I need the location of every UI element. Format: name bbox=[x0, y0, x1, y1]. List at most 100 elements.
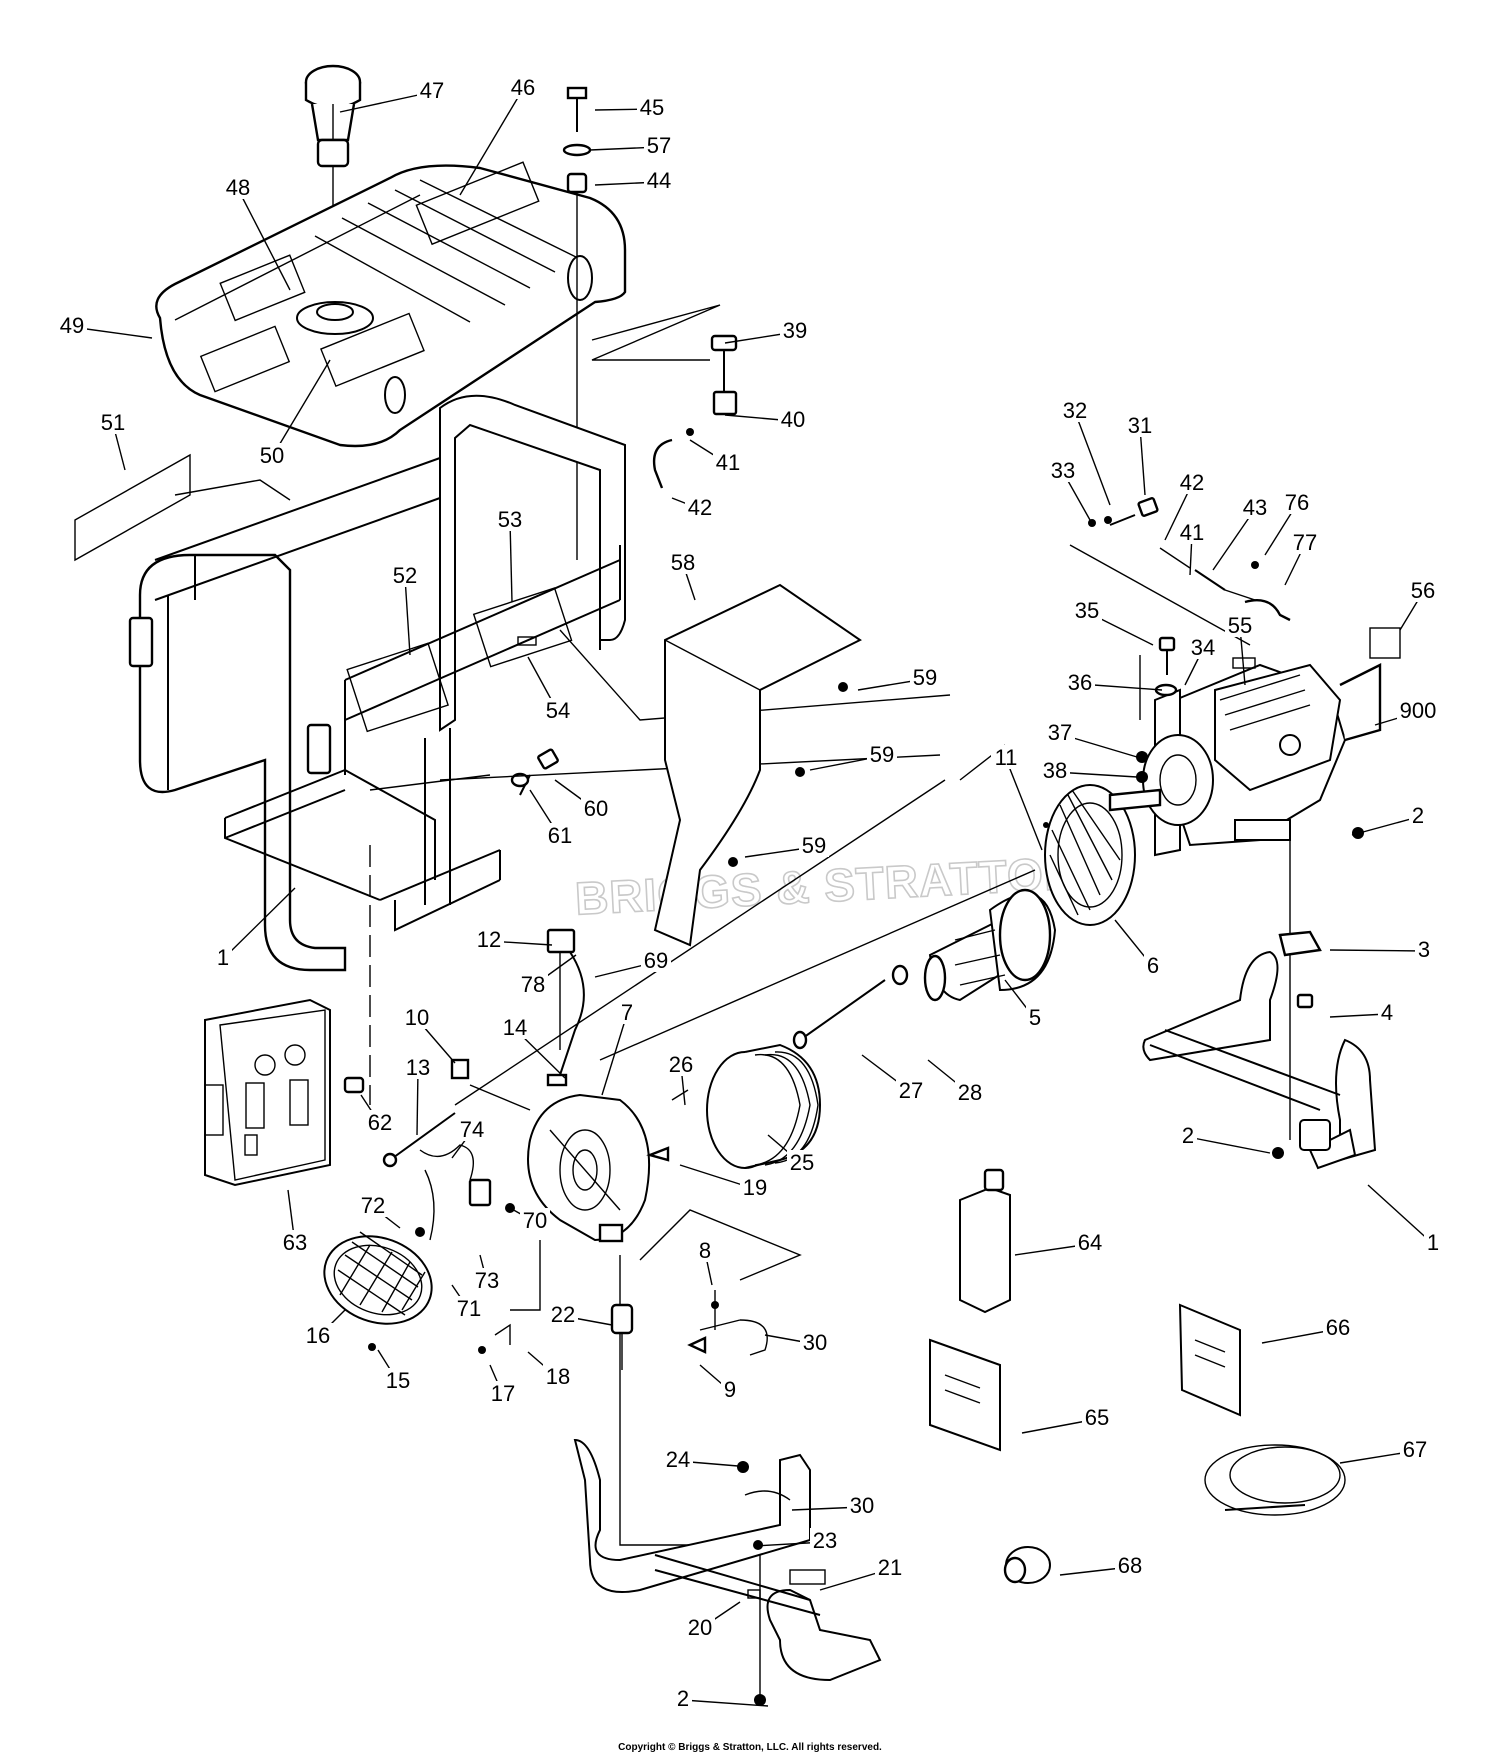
callout-label: 1 bbox=[1427, 1230, 1439, 1255]
frame-bolt-part bbox=[510, 748, 559, 796]
callout-label-backdrop bbox=[1060, 398, 1090, 422]
callout-74: 74 bbox=[451, 1117, 487, 1159]
callout-label-backdrop bbox=[1177, 470, 1207, 494]
callout-label: 26 bbox=[669, 1052, 693, 1077]
callout-61: 61 bbox=[529, 789, 575, 848]
right-base-frame-part bbox=[1142, 827, 1377, 1170]
callout-42: 42 bbox=[1164, 470, 1207, 541]
callout-label-backdrop bbox=[1048, 458, 1078, 482]
callout-label-backdrop bbox=[867, 742, 897, 766]
callout-52: 52 bbox=[390, 563, 420, 656]
callout-label: 62 bbox=[368, 1110, 392, 1135]
callout-label-backdrop bbox=[1179, 1123, 1197, 1147]
callout-label: 2 bbox=[677, 1686, 689, 1711]
callout-label-backdrop bbox=[495, 507, 525, 531]
callout-label: 11 bbox=[995, 745, 1018, 770]
decal-part bbox=[74, 453, 291, 562]
callout-63: 63 bbox=[280, 1189, 310, 1255]
callout-37: 37 bbox=[1045, 720, 1138, 758]
callout-label-backdrop bbox=[991, 745, 1021, 769]
callout-label-backdrop bbox=[799, 833, 829, 857]
callout-label: 19 bbox=[743, 1175, 767, 1200]
fuel-tank-part bbox=[155, 161, 627, 448]
callout-5: 5 bbox=[1004, 979, 1044, 1030]
callout-68: 68 bbox=[1059, 1553, 1145, 1578]
callout-4: 4 bbox=[1329, 1000, 1396, 1025]
callout-label: 1 bbox=[217, 945, 229, 970]
callout-label: 2 bbox=[1182, 1123, 1194, 1148]
callout-53: 53 bbox=[495, 507, 525, 603]
callout-10: 10 bbox=[402, 1005, 456, 1064]
callout-label: 46 bbox=[511, 75, 535, 100]
callout-label: 77 bbox=[1293, 530, 1317, 555]
fan-part bbox=[1043, 784, 1136, 926]
callout-label: 2 bbox=[1412, 803, 1424, 828]
callout-78: 78 bbox=[518, 954, 577, 997]
callout-label: 59 bbox=[802, 833, 826, 858]
end-bell-part bbox=[450, 1058, 670, 1243]
callout-58: 58 bbox=[668, 550, 698, 601]
callout-label: 36 bbox=[1068, 670, 1092, 695]
callout-label-backdrop bbox=[1115, 1553, 1145, 1577]
callout-label-backdrop bbox=[1188, 635, 1218, 659]
callout-label: 32 bbox=[1063, 398, 1087, 423]
callout-label: 76 bbox=[1285, 490, 1309, 515]
manual-part bbox=[929, 1303, 1241, 1452]
callout-label-backdrop bbox=[875, 1555, 905, 1579]
callout-label: 15 bbox=[386, 1368, 410, 1393]
callout-label: 43 bbox=[1243, 495, 1267, 520]
callout-15: 15 bbox=[377, 1349, 413, 1393]
callout-31: 31 bbox=[1125, 413, 1155, 496]
callout-label: 78 bbox=[521, 972, 545, 997]
callout-48: 48 bbox=[223, 175, 291, 291]
rotor-part bbox=[923, 888, 1057, 1002]
callout-leader-line bbox=[1367, 1184, 1434, 1245]
callout-51: 51 bbox=[98, 410, 128, 471]
callout-label: 47 bbox=[420, 78, 444, 103]
callout-59: 59 bbox=[809, 742, 897, 771]
cord-part bbox=[1204, 1444, 1346, 1516]
callout-label-backdrop bbox=[740, 1175, 770, 1199]
callout-leader-line bbox=[222, 887, 296, 960]
callout-label-backdrop bbox=[637, 95, 667, 119]
callout-label-backdrop bbox=[543, 698, 573, 722]
callout-label: 18 bbox=[546, 1364, 570, 1389]
callout-label-backdrop bbox=[383, 1368, 413, 1392]
callout-label: 65 bbox=[1085, 1405, 1109, 1430]
rotor-bolt-part bbox=[671, 964, 909, 1101]
callout-label: 49 bbox=[60, 313, 84, 338]
callout-label-backdrop bbox=[778, 407, 808, 431]
callout-label-backdrop bbox=[581, 796, 611, 820]
callout-label-backdrop bbox=[674, 1686, 692, 1710]
callout-label: 13 bbox=[406, 1055, 430, 1080]
callout-label-backdrop bbox=[713, 450, 743, 474]
callout-76: 76 bbox=[1264, 490, 1312, 556]
callout-59: 59 bbox=[857, 665, 940, 691]
fuel-valve-assembly bbox=[591, 304, 738, 489]
callout-label-backdrop bbox=[457, 1117, 487, 1141]
callout-38: 38 bbox=[1040, 758, 1138, 783]
callout-label: 52 bbox=[393, 563, 417, 588]
callout-57: 57 bbox=[589, 133, 674, 158]
engine-bolt-part bbox=[1136, 636, 1178, 783]
callout-label-backdrop bbox=[488, 1381, 518, 1405]
callout-leader-line bbox=[1005, 758, 1043, 851]
callout-8: 8 bbox=[696, 1238, 714, 1286]
callout-label-backdrop bbox=[1378, 1000, 1396, 1024]
callout-label: 53 bbox=[498, 507, 522, 532]
bolt-washer-stack bbox=[562, 86, 592, 560]
callout-41: 41 bbox=[689, 439, 743, 475]
callout-32: 32 bbox=[1060, 398, 1111, 506]
callout-35: 35 bbox=[1072, 598, 1154, 646]
callout-label: 58 bbox=[671, 550, 695, 575]
callout-28: 28 bbox=[927, 1059, 985, 1105]
callout-6: 6 bbox=[1114, 919, 1162, 978]
callout-label: 17 bbox=[491, 1381, 515, 1406]
callout-67: 67 bbox=[1339, 1437, 1430, 1464]
callout-label-backdrop bbox=[1282, 490, 1312, 514]
callout-leader-line bbox=[682, 1699, 769, 1707]
callout-label-backdrop bbox=[787, 1150, 817, 1174]
callout-label: 21 bbox=[878, 1555, 902, 1580]
end-cover-part bbox=[323, 1231, 511, 1354]
